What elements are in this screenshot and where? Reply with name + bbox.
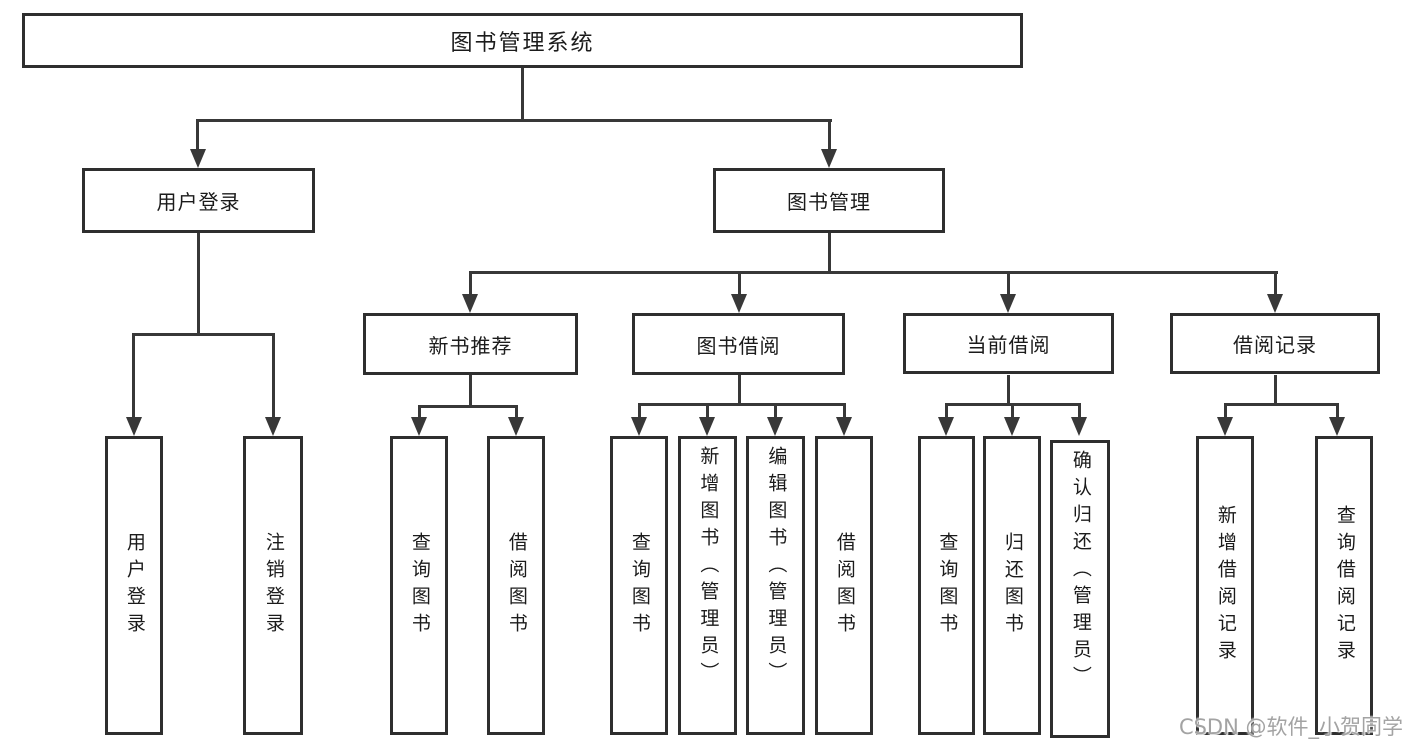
- connector: [1078, 403, 1081, 419]
- leaf-add-book-admin-label: 新增图书（管理员）: [697, 446, 720, 689]
- arrowhead-down-icon: [462, 294, 478, 313]
- csdn-watermark: CSDN @软件_小贺同学: [1178, 715, 1403, 739]
- node-new-book-recommend: 新书推荐: [363, 313, 578, 375]
- connector: [1011, 403, 1014, 419]
- connector: [638, 403, 641, 419]
- arrowhead-down-icon: [836, 417, 852, 436]
- leaf-user-login-label: 用户登录: [123, 531, 146, 640]
- leaf-return-books-label: 归还图书: [1001, 531, 1024, 640]
- arrowhead-down-icon: [411, 417, 427, 436]
- leaf-query-books-borrow: 查询图书: [610, 436, 668, 735]
- leaf-borrow-books-2-label: 借阅图书: [833, 531, 856, 640]
- arrowhead-down-icon: [1267, 294, 1283, 313]
- leaf-query-books-borrow-label: 查询图书: [628, 531, 651, 640]
- arrowhead-down-icon: [190, 149, 206, 168]
- node-current-borrow-label: 当前借阅: [966, 333, 1051, 357]
- connector: [1336, 403, 1339, 419]
- leaf-edit-book-admin: 编辑图书（管理员）: [746, 436, 805, 735]
- node-book-management: 图书管理: [713, 168, 945, 233]
- arrowhead-down-icon: [1000, 294, 1016, 313]
- node-user-login-label: 用户登录: [156, 190, 241, 214]
- node-user-login: 用户登录: [82, 168, 315, 233]
- leaf-query-borrow-record: 查询借阅记录: [1315, 436, 1373, 735]
- connector: [828, 119, 831, 152]
- connector: [132, 333, 135, 419]
- leaf-confirm-return-admin-label: 确认归还（管理员）: [1069, 450, 1092, 693]
- connector: [774, 403, 777, 419]
- connector: [469, 375, 472, 408]
- node-borrow-records: 借阅记录: [1170, 313, 1380, 374]
- leaf-confirm-return-admin: 确认归还（管理员）: [1050, 440, 1110, 738]
- node-root: 图书管理系统: [22, 13, 1023, 68]
- connector: [1007, 375, 1010, 406]
- connector: [469, 271, 472, 297]
- connector: [1224, 403, 1227, 419]
- leaf-return-books: 归还图书: [983, 436, 1041, 735]
- node-book-borrow-label: 图书借阅: [696, 333, 781, 358]
- arrowhead-down-icon: [767, 417, 783, 436]
- arrowhead-down-icon: [699, 417, 715, 436]
- leaf-borrow-books-2: 借阅图书: [815, 436, 873, 735]
- connector: [196, 119, 832, 122]
- connector: [418, 405, 421, 419]
- connector: [738, 375, 741, 406]
- leaf-add-borrow-record-label: 新增借阅记录: [1214, 504, 1237, 667]
- connector: [1274, 271, 1277, 297]
- node-book-borrow: 图书借阅: [632, 313, 845, 375]
- connector: [638, 403, 846, 406]
- node-current-borrow: 当前借阅: [903, 313, 1114, 374]
- arrowhead-down-icon: [821, 149, 837, 168]
- arrowhead-down-icon: [731, 294, 747, 313]
- arrowhead-down-icon: [508, 417, 524, 436]
- leaf-logout-label: 注销登录: [262, 531, 285, 640]
- leaf-borrow-books-recommend-label: 借阅图书: [505, 531, 528, 640]
- connector: [945, 403, 948, 419]
- leaf-query-borrow-record-label: 查询借阅记录: [1333, 504, 1356, 667]
- node-book-management-label: 图书管理: [787, 190, 871, 214]
- leaf-edit-book-admin-label: 编辑图书（管理员）: [765, 446, 788, 689]
- connector: [197, 233, 200, 336]
- leaf-borrow-books-recommend: 借阅图书: [487, 436, 545, 735]
- connector: [272, 333, 275, 419]
- arrowhead-down-icon: [938, 417, 954, 436]
- connector: [469, 271, 1278, 274]
- connector: [1224, 403, 1339, 406]
- node-root-label: 图书管理系统: [450, 30, 595, 56]
- connector: [1274, 375, 1277, 406]
- connector: [515, 405, 518, 419]
- connector: [521, 68, 524, 121]
- node-borrow-records-label: 借阅记录: [1233, 333, 1317, 357]
- arrowhead-down-icon: [1071, 417, 1087, 436]
- arrowhead-down-icon: [126, 417, 142, 436]
- arrowhead-down-icon: [1004, 417, 1020, 436]
- connector: [828, 233, 831, 274]
- connector: [738, 271, 741, 297]
- connector: [843, 403, 846, 419]
- connector: [132, 333, 275, 336]
- connector: [418, 405, 518, 408]
- arrowhead-down-icon: [1217, 417, 1233, 436]
- arrowhead-down-icon: [631, 417, 647, 436]
- leaf-query-books-current: 查询图书: [918, 436, 975, 735]
- leaf-add-book-admin: 新增图书（管理员）: [678, 436, 737, 735]
- leaf-add-borrow-record: 新增借阅记录: [1196, 436, 1254, 735]
- arrowhead-down-icon: [265, 417, 281, 436]
- leaf-user-login: 用户登录: [105, 436, 163, 735]
- leaf-query-books-recommend: 查询图书: [390, 436, 448, 735]
- connector: [196, 119, 199, 152]
- leaf-query-books-current-label: 查询图书: [936, 531, 959, 640]
- connector: [1007, 271, 1010, 297]
- leaf-query-books-recommend-label: 查询图书: [408, 531, 431, 640]
- connector: [706, 403, 709, 419]
- arrowhead-down-icon: [1329, 417, 1345, 436]
- node-new-book-recommend-label: 新书推荐: [428, 333, 513, 358]
- leaf-logout: 注销登录: [243, 436, 303, 735]
